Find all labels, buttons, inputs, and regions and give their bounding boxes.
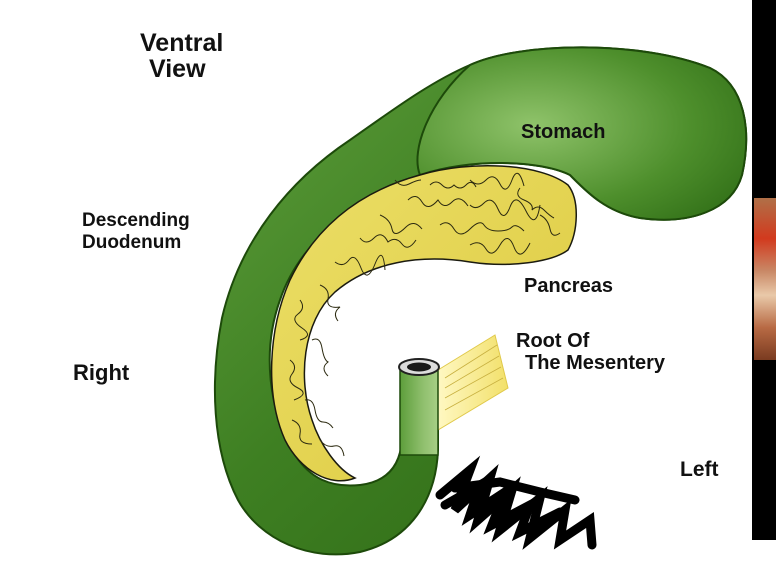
title-line2: View [149, 55, 206, 84]
label-right: Right [73, 360, 130, 385]
redaction-scribble [435, 455, 597, 550]
duodenum-line1: Descending [82, 210, 190, 231]
pancreas-texture [289, 172, 561, 457]
label-pancreas: Pancreas [524, 275, 613, 297]
title-line1: Ventral [140, 29, 224, 57]
tissue-photo [754, 198, 776, 360]
duodenum-line2: Duodenum [82, 231, 182, 253]
diagram-title: Ventral View [140, 30, 223, 83]
cropped-photo-strip [752, 0, 776, 540]
label-left: Left [680, 458, 719, 481]
label-stomach: Stomach [521, 121, 606, 143]
jejunum-shape [399, 367, 439, 456]
mesentery-lines [444, 344, 504, 411]
root-line2: The Mesentery [525, 352, 666, 374]
root-line1: Root Of [516, 330, 590, 352]
label-descending-duodenum: Descending Duodenum [82, 210, 190, 254]
label-root-of-mesentery: Root Of The Mesentery [516, 330, 665, 374]
